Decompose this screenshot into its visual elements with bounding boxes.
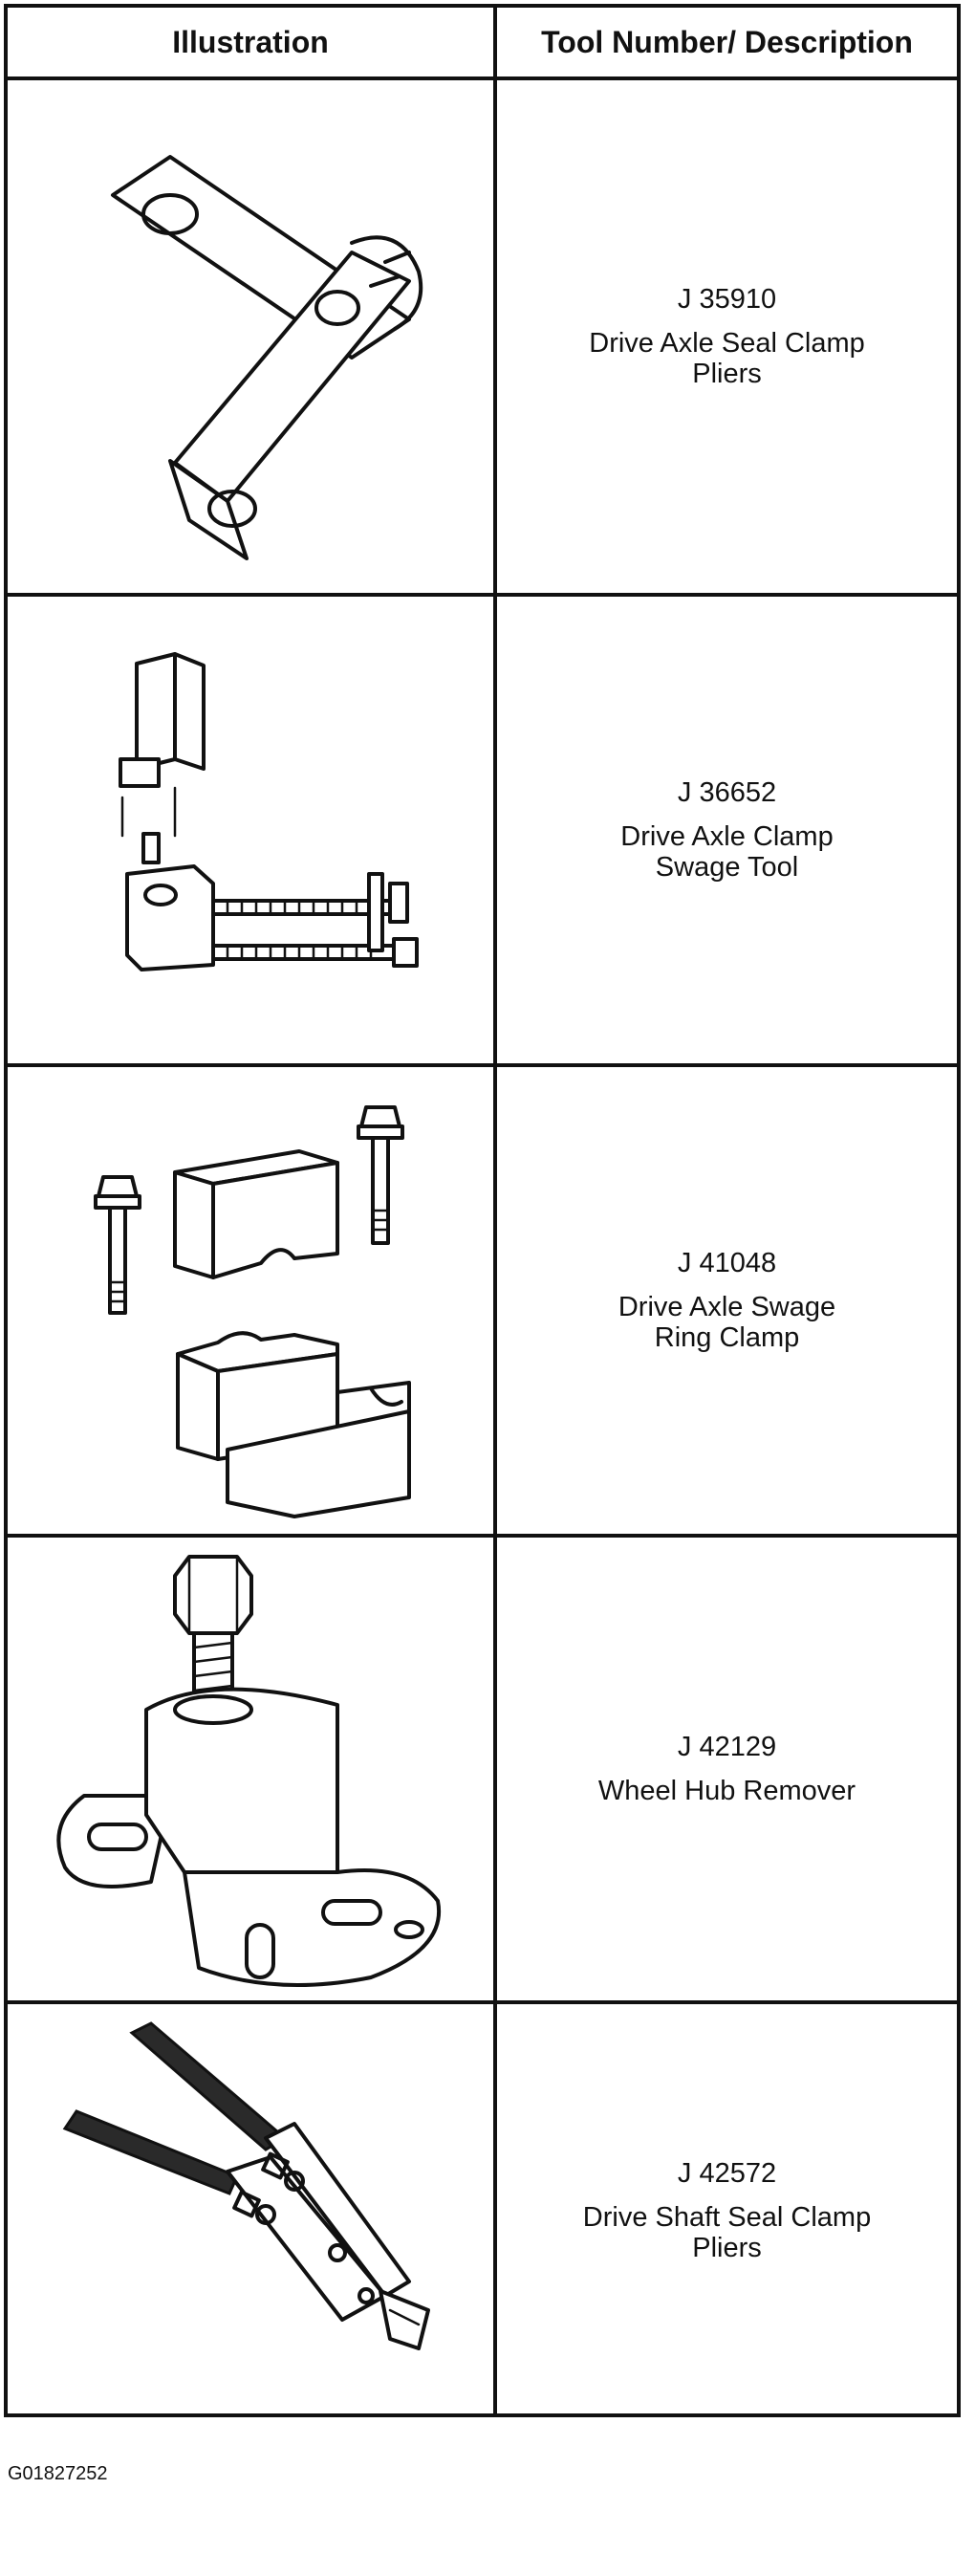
table-row: J 41048 Drive Axle Swage Ring Clamp: [8, 1067, 957, 1538]
seal-clamp-pliers-illustration: [8, 80, 493, 593]
header-tool-number-description: Tool Number/ Description: [541, 24, 913, 59]
tool-number: J 41048: [677, 1248, 777, 1278]
table-row: J 42572 Drive Shaft Seal Clamp Pliers: [8, 2004, 957, 2417]
tool-number: J 42129: [677, 1732, 777, 1762]
figure-code: G01827252: [8, 2463, 108, 2484]
tool-description: Wheel Hub Remover: [597, 1776, 856, 1806]
tool-description-cell: J 42129 Wheel Hub Remover: [497, 1538, 957, 2000]
tool-description-cell: J 36652 Drive Axle Clamp Swage Tool: [497, 597, 957, 1063]
header-illustration: Illustration: [172, 24, 329, 59]
column-divider: [493, 8, 497, 2413]
tool-number: J 42572: [677, 2158, 777, 2189]
table-row: J 36652 Drive Axle Clamp Swage Tool: [8, 597, 957, 1067]
clamp-swage-tool-illustration: [8, 597, 493, 1063]
tool-description: Drive Axle Clamp Swage Tool: [620, 821, 834, 883]
tool-number: J 36652: [677, 777, 777, 808]
tool-description: Drive Axle Seal Clamp Pliers: [589, 328, 865, 389]
tool-description: Drive Axle Swage Ring Clamp: [618, 1292, 836, 1353]
tool-description-cell: J 35910 Drive Axle Seal Clamp Pliers: [497, 80, 957, 593]
tool-description-cell: J 42572 Drive Shaft Seal Clamp Pliers: [497, 2004, 957, 2417]
tool-description-cell: J 41048 Drive Axle Swage Ring Clamp: [497, 1067, 957, 1534]
wheel-hub-remover-illustration: [8, 1538, 493, 2000]
tool-number: J 35910: [677, 284, 777, 315]
table-header: Illustration Tool Number/ Description: [8, 8, 957, 80]
shaft-seal-clamp-pliers-illustration: [8, 2004, 493, 2417]
tool-description: Drive Shaft Seal Clamp Pliers: [582, 2202, 872, 2263]
table-row: J 42129 Wheel Hub Remover: [8, 1538, 957, 2004]
table-row: J 35910 Drive Axle Seal Clamp Pliers: [8, 80, 957, 597]
tool-table: Illustration Tool Number/ Description J …: [4, 4, 961, 2417]
swage-ring-clamp-illustration: [8, 1067, 493, 1534]
